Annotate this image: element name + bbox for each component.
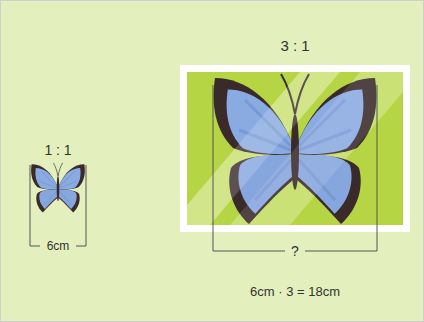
dimension-bracket <box>30 165 86 246</box>
dimension-bracket <box>213 85 377 251</box>
glass-stripes <box>187 72 403 225</box>
scale-label: 6cm · 3 = 18cm <box>247 284 343 300</box>
scale-label: ? <box>288 243 302 260</box>
scale-label: 3 : 1 <box>277 37 312 55</box>
scale-label: 6cm <box>44 239 73 253</box>
butterfly-small <box>31 163 85 213</box>
glass-reflection <box>187 72 403 225</box>
scale-label: 1 : 1 <box>41 142 74 159</box>
